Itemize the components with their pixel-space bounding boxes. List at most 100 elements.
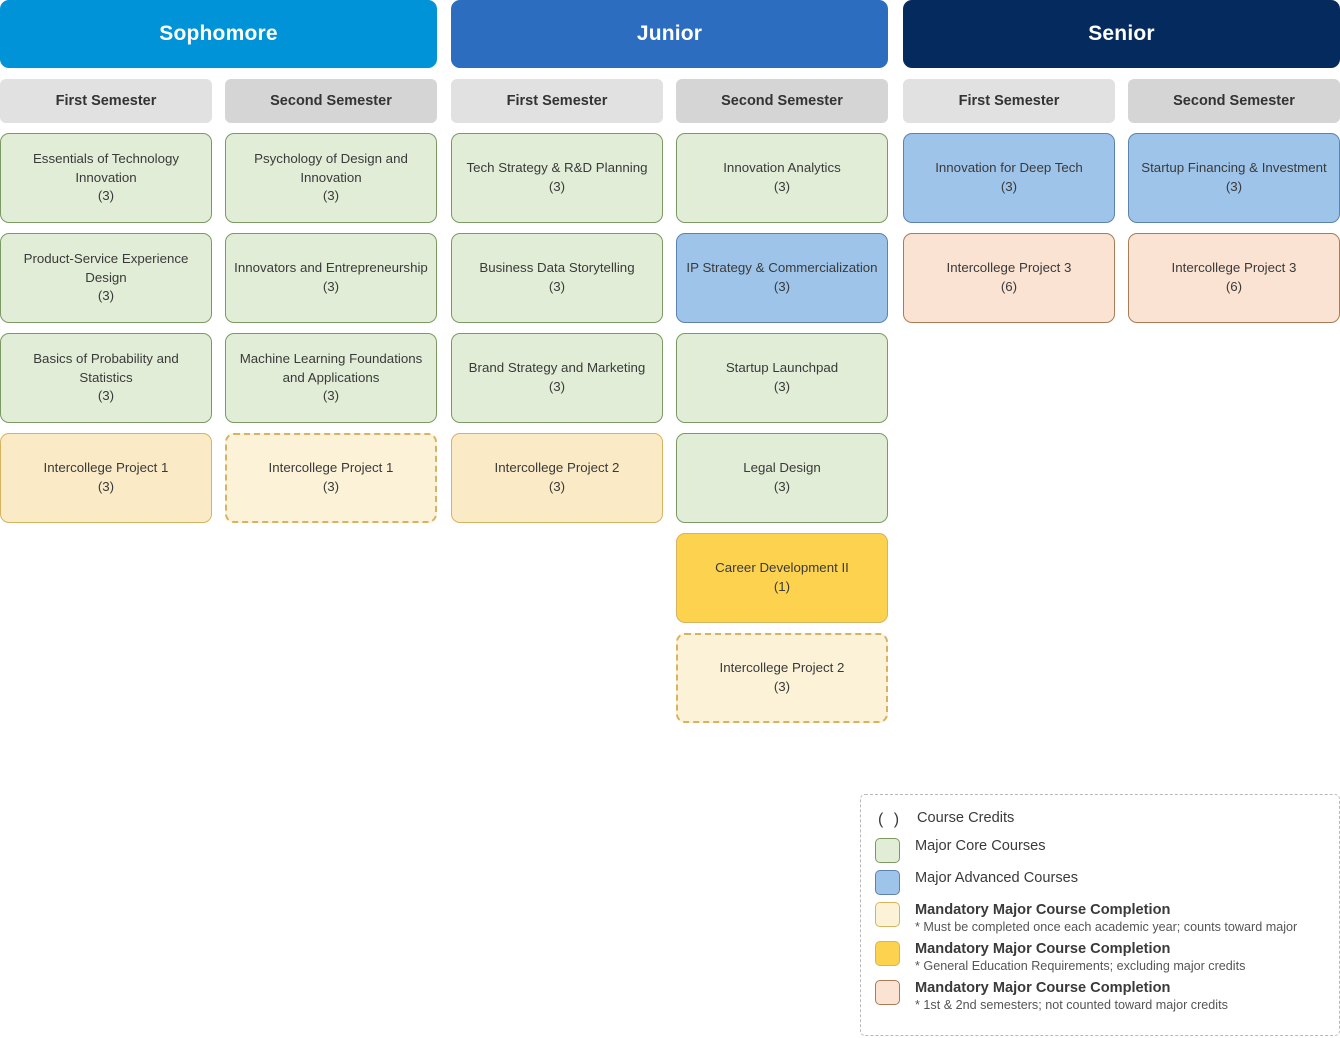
course-title: Intercollege Project 1 [43, 460, 169, 476]
course-credits: (3) [548, 179, 566, 194]
legend-item: Mandatory Major Course Completion * Gener… [875, 940, 1323, 973]
legend-label: Mandatory Major Course Completion [915, 902, 1171, 918]
parentheses-icon: ( ) [877, 811, 903, 828]
course-credits: (3) [97, 388, 115, 404]
course-credits: (3) [97, 188, 115, 204]
semester-header: Second Semester [676, 79, 888, 123]
year-header-sophomore: Sophomore [0, 0, 437, 68]
course-card[interactable]: Brand Strategy and Marketing(3) [451, 333, 663, 423]
course-card[interactable]: Intercollege Project 2(3) [676, 633, 888, 723]
course-credits: (3) [548, 479, 566, 494]
course-credits: (3) [1225, 179, 1243, 194]
legend-text-block: Course Credits [917, 809, 1014, 826]
course-title: Psychology of Design and Innovation [254, 150, 408, 185]
year-header-senior: Senior [903, 0, 1340, 68]
course-title: Intercollege Project 1 [268, 460, 394, 476]
legend-note: * 1st & 2nd semesters; not counted towar… [915, 998, 1228, 1012]
course-title: Basics of Probability and Statistics [33, 350, 179, 385]
course-credits: (3) [1000, 179, 1018, 194]
course-card[interactable]: Intercollege Project 1 (3) [225, 433, 437, 523]
legend-item: Mandatory Major Course Completion* 1st &… [875, 979, 1323, 1012]
legend-swatch-icon [875, 870, 900, 895]
legend-note: * Must be completed once each academic y… [915, 920, 1298, 934]
course-card[interactable]: IP Strategy & Commercialization(3) [676, 233, 888, 323]
course-card[interactable]: Machine Learning Foundations and Applica… [225, 333, 437, 423]
course-card-list: Startup Financing & Investment(3) Interco… [1128, 133, 1340, 323]
semester-header: Second Semester [225, 79, 437, 123]
course-card[interactable]: Basics of Probability and Statistics (3) [0, 333, 212, 423]
course-credits: (3) [97, 288, 115, 304]
semester-header: Second Semester [1128, 79, 1340, 123]
course-title: Innovation Analytics [723, 160, 841, 176]
course-card[interactable]: Tech Strategy & R&D Planning (3) [451, 133, 663, 223]
course-title: Career Development II [715, 560, 849, 576]
course-card[interactable]: Career Development II(1) [676, 533, 888, 623]
legend-text-block: Mandatory Major Course Completion * Must … [915, 901, 1297, 934]
course-card-list: Tech Strategy & R&D Planning(3)Business … [451, 133, 663, 523]
legend-label: Course Credits [917, 810, 1015, 826]
semester-header: First Semester [903, 79, 1115, 123]
course-credits: (3) [97, 479, 115, 494]
legend-text-block: Major Core Courses [915, 837, 1046, 854]
course-card-list: Essentials of Technology Innovation(3)Pr… [0, 133, 212, 523]
course-credits: (6) [1000, 279, 1018, 294]
course-title: Innovation for Deep Tech [935, 160, 1083, 176]
course-card[interactable]: Psychology of Design and Innovation (3) [225, 133, 437, 223]
course-title: Brand Strategy and Marketing [468, 360, 646, 376]
course-credits: (3) [773, 379, 791, 394]
legend-swatch-icon [875, 902, 900, 927]
course-card[interactable]: Intercollege Project 1 (3) [0, 433, 212, 523]
legend-text-block: Mandatory Major Course Completion* 1st &… [915, 979, 1228, 1012]
course-card[interactable]: Innovation for Deep Tech (3) [903, 133, 1115, 223]
legend-note: * General Education Requirements; exclud… [915, 959, 1246, 973]
course-card[interactable]: Startup Financing & Investment(3) [1128, 133, 1340, 223]
course-credits: (3) [322, 479, 340, 494]
course-card[interactable]: Intercollege Project 3 (6) [1128, 233, 1340, 323]
course-credits: (3) [773, 679, 791, 694]
course-credits: (3) [548, 279, 566, 294]
course-card[interactable]: Startup Launchpad (3) [676, 333, 888, 423]
course-card[interactable]: Innovators and Entrepreneurship(3) [225, 233, 437, 323]
course-card[interactable]: Intercollege Project 2 (3) [451, 433, 663, 523]
legend-swatch-icon [875, 838, 900, 863]
course-title: IP Strategy & Commercialization [686, 260, 878, 276]
course-title: Intercollege Project 2 [494, 460, 620, 476]
course-card[interactable]: Business Data Storytelling(3) [451, 233, 663, 323]
course-card[interactable]: Legal Design(3) [676, 433, 888, 523]
course-card[interactable]: Product-Service Experience Design(3) [0, 233, 212, 323]
legend-label: Major Advanced Courses [915, 870, 1079, 886]
legend-label: Major Core Courses [915, 838, 1046, 854]
course-title: Machine Learning Foundations and Applica… [239, 350, 423, 385]
legend-label: Mandatory Major Course Completion [915, 941, 1171, 957]
course-title: Intercollege Project 3 [1171, 260, 1297, 276]
course-credits: (3) [322, 188, 340, 204]
course-credits: (6) [1225, 279, 1243, 294]
semester-header: First Semester [451, 79, 663, 123]
course-credits: (3) [773, 179, 791, 194]
course-card[interactable]: Intercollege Project 3(6) [903, 233, 1115, 323]
course-title: Tech Strategy & R&D Planning [466, 160, 648, 176]
year-header-junior: Junior [451, 0, 888, 68]
course-title: Startup Launchpad [725, 360, 839, 376]
legend-swatch-icon [875, 941, 900, 966]
course-title: Essentials of Technology Innovation [32, 150, 180, 185]
course-title: Innovators and Entrepreneurship [234, 260, 428, 276]
course-card[interactable]: Innovation Analytics (3) [676, 133, 888, 223]
legend-swatch-icon [875, 980, 900, 1005]
course-card-list: Innovation for Deep Tech (3) Intercollege … [903, 133, 1115, 323]
legend-item: Major Advanced Courses [875, 869, 1323, 895]
course-card[interactable]: Essentials of Technology Innovation (3) [0, 133, 212, 223]
legend-item: Major Core Courses [875, 837, 1323, 863]
